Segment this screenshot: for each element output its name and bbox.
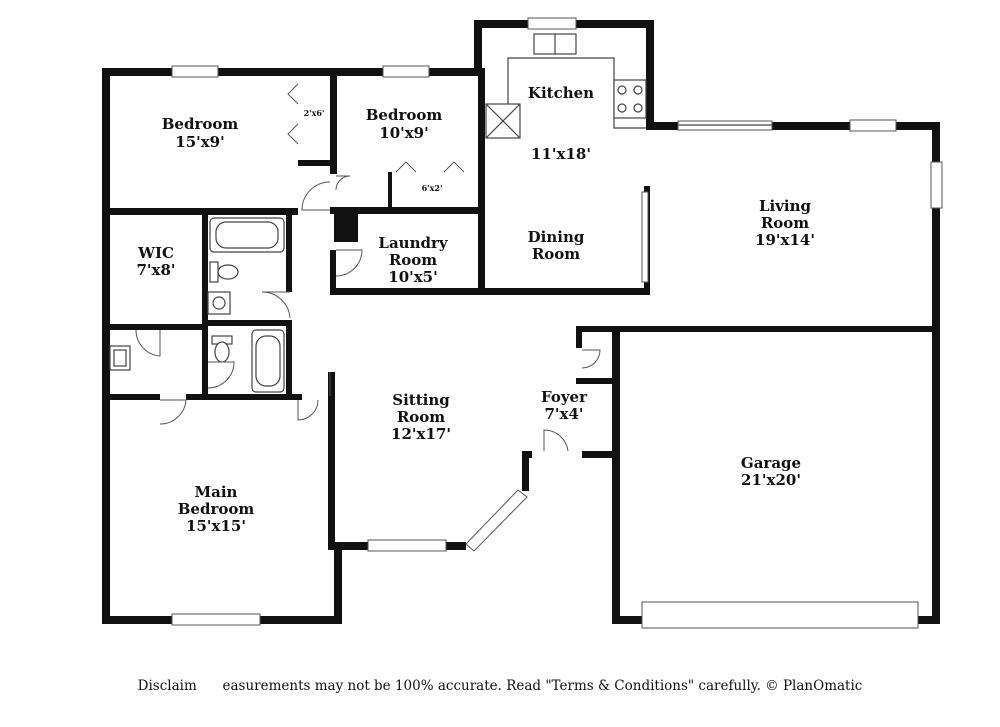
main-bedroom-size: 15'x15': [186, 517, 246, 535]
window-bedroom-2: [382, 65, 430, 78]
kitchen-size: 11'x18': [531, 145, 591, 163]
main-bedroom-name-line1: Main: [195, 483, 238, 501]
wic-name: WIC: [137, 244, 174, 262]
garage-name: Garage: [741, 454, 801, 472]
stove: [613, 79, 647, 119]
dining-glass-partition: [641, 191, 649, 283]
sink-bath-2: [109, 345, 131, 371]
dining-name-line1: Dining: [528, 228, 585, 246]
toilet-upper: [209, 261, 239, 283]
foyer-size: 7'x4': [544, 405, 583, 423]
disclaimer-text: Disclaim easurements may not be 100% acc…: [138, 678, 863, 694]
window-living-right: [930, 161, 943, 209]
laundry-name-line2: Room: [389, 251, 437, 269]
laundry-size: 10'x5': [388, 268, 437, 286]
window-kitchen: [527, 17, 577, 30]
window-bedroom-1: [171, 65, 219, 78]
window-bay: [465, 489, 528, 552]
garage-size: 21'x20': [741, 471, 801, 489]
room-labels: Bedroom 15'x9' Bedroom 10'x9' Kitchen 11…: [136, 84, 814, 535]
garage-door: [641, 601, 919, 629]
walls: [102, 20, 940, 624]
sitting-name-line2: Room: [397, 408, 445, 426]
living-name-line2: Room: [761, 214, 809, 232]
living-size: 19'x14': [755, 231, 815, 249]
windows: [171, 17, 943, 629]
window-main-bedroom: [171, 613, 261, 626]
sink-bath-1: [207, 291, 231, 315]
bedroom-1-name: Bedroom: [162, 115, 239, 133]
window-living-top: [849, 119, 897, 132]
wic-size: 7'x8': [136, 261, 175, 279]
bedroom-2-name: Bedroom: [366, 106, 443, 124]
window-sitting: [367, 539, 447, 552]
bedroom-1-size: 15'x9': [175, 133, 224, 151]
sitting-size: 12'x17': [391, 425, 451, 443]
fixtures: [109, 33, 647, 393]
dining-name-line2: Room: [532, 245, 580, 263]
kitchen-counter: [507, 57, 646, 129]
sitting-name-line1: Sitting: [392, 391, 450, 409]
living-name-line1: Living: [759, 197, 812, 215]
main-bedroom-name-line2: Bedroom: [178, 500, 255, 518]
kitchen-name: Kitchen: [528, 84, 594, 102]
doors: [135, 83, 601, 452]
laundry-name-line1: Laundry: [378, 234, 448, 252]
door-hall: [335, 175, 351, 191]
foyer-name: Foyer: [541, 388, 588, 406]
closet-a-size: 2'x6': [304, 108, 325, 118]
bedroom-2-size: 10'x9': [379, 124, 428, 142]
toilet-lower: [211, 335, 233, 363]
closet-b-size: 6'x2': [422, 183, 443, 193]
